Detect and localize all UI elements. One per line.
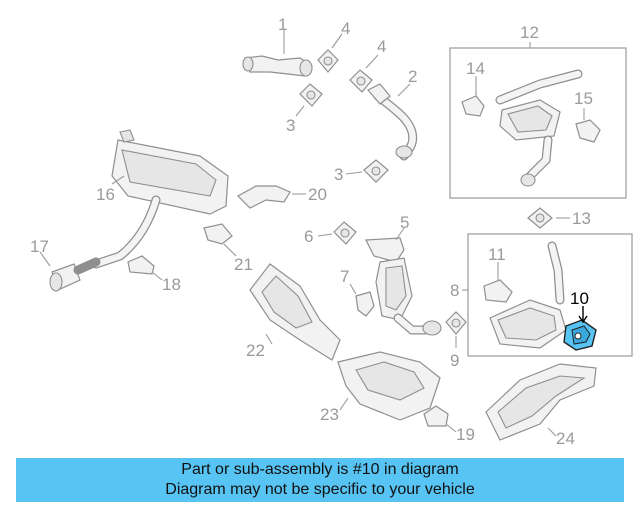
part-5-catalytic-converter[interactable]: [365, 227, 442, 336]
callout-4-second: 4: [377, 37, 386, 56]
callout-9: 9: [450, 351, 459, 370]
callout-13: 13: [572, 209, 591, 228]
part-12-center-pipe[interactable]: [495, 69, 583, 187]
part-24-heat-shield[interactable]: [485, 363, 597, 441]
callout-12: 12: [520, 23, 539, 42]
callout-18: 18: [162, 275, 181, 294]
part-22-heat-shield[interactable]: [249, 263, 341, 361]
part-16-rear-muffler[interactable]: [91, 129, 229, 269]
part-19-bracket[interactable]: [423, 405, 457, 433]
callout-14: 14: [466, 59, 485, 78]
banner-line-1: Part or sub-assembly is #10 in diagram: [181, 461, 459, 478]
part-11-bracket[interactable]: [483, 262, 513, 303]
part-20-hanger[interactable]: [237, 185, 306, 209]
banner-line-2: Diagram may not be specific to your vehi…: [165, 481, 475, 498]
part-1-front-pipe[interactable]: [242, 30, 313, 77]
callout-11: 11: [488, 245, 506, 264]
part-3-gasket-lower[interactable]: [345, 159, 389, 183]
part-14-hanger[interactable]: [461, 76, 485, 117]
part-15-bracket[interactable]: [575, 108, 601, 143]
callout-3-top: 3: [286, 116, 295, 135]
part-7-bracket[interactable]: [349, 283, 375, 317]
part-12-group-box: [449, 47, 627, 199]
callout-16: 16: [96, 185, 115, 204]
callout-17: 17: [30, 237, 49, 256]
info-banner: Part or sub-assembly is #10 in diagram D…: [16, 458, 624, 502]
part-23-heat-shield[interactable]: [337, 351, 441, 421]
callout-21: 21: [234, 255, 253, 274]
callout-3-lower: 3: [334, 165, 343, 184]
part-9-gasket[interactable]: [445, 311, 467, 348]
callout-22: 22: [246, 341, 265, 360]
part-4-gasket-second[interactable]: [349, 54, 379, 93]
callout-1: 1: [278, 15, 287, 34]
callout-15: 15: [574, 89, 593, 108]
part-13-gasket[interactable]: [527, 207, 570, 229]
callout-7: 7: [340, 267, 349, 286]
part-21-bracket[interactable]: [203, 223, 237, 257]
callout-19: 19: [456, 425, 475, 444]
part-8-group-box: [467, 233, 633, 357]
part-2-bent-pipe[interactable]: [367, 83, 418, 161]
callout-24: 24: [556, 429, 575, 448]
callout-2: 2: [408, 67, 417, 86]
part-4-gasket-top[interactable]: [317, 33, 343, 73]
part-17-tail-tip[interactable]: [39, 251, 101, 292]
callout-6: 6: [304, 227, 313, 246]
callout-10: 10: [570, 289, 589, 308]
part-3-gasket-top[interactable]: [295, 83, 323, 117]
part-6-gasket[interactable]: [317, 221, 357, 245]
callout-20: 20: [308, 185, 327, 204]
callout-23: 23: [320, 405, 339, 424]
callout-8: 8: [450, 281, 459, 300]
callout-4-top: 4: [341, 19, 350, 38]
part-10-highlighted-bracket[interactable]: [563, 306, 597, 351]
part-18-hanger[interactable]: [127, 255, 163, 281]
callout-5: 5: [400, 213, 409, 232]
